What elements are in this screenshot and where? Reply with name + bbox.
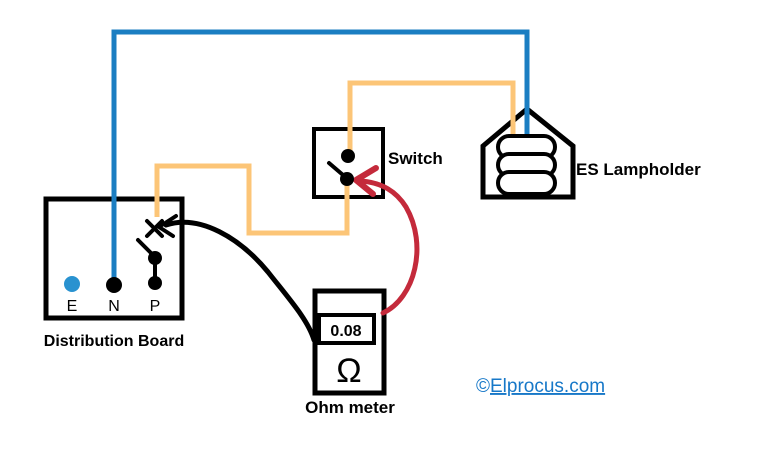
terminal-e-dot (64, 276, 80, 292)
terminal-p-label: P (150, 298, 161, 315)
ohm-meter-reading: 0.08 (330, 323, 361, 340)
fuse-open-lever (136, 238, 154, 256)
terminal-e-label: E (67, 298, 78, 315)
ohm-unit-symbol: Ω (336, 352, 361, 390)
ohm-meter-label: Ohm meter (305, 398, 395, 417)
terminal-p-dot (148, 276, 162, 290)
coil-turn (496, 170, 557, 196)
phase-wire-board-to-switch (154, 163, 350, 236)
test-lead-black (163, 219, 317, 343)
copyright-symbol: © (476, 376, 490, 397)
switch-lever (327, 161, 345, 177)
es-lampholder-label: ES Lampholder (576, 160, 701, 179)
switch-top-contact-dot (341, 149, 355, 163)
black-lead-arrowhead-icon (157, 214, 178, 238)
disconnected-x-mark (145, 219, 164, 238)
terminal-n-label: N (108, 298, 120, 315)
watermark-link-text[interactable]: Elprocus.com (490, 376, 605, 397)
terminal-n-dot (106, 277, 122, 293)
ohm-meter-display (317, 313, 376, 345)
neutral-wire-blue (111, 29, 530, 287)
test-lead-red (359, 178, 420, 316)
phase-wire-switch-to-lamp (347, 80, 516, 156)
lamp-filament-coil (496, 134, 557, 196)
watermark-link[interactable]: ©Elprocus.com (476, 376, 605, 397)
red-lead-arrowhead-icon (353, 165, 379, 197)
distribution-board-label: Distribution Board (44, 333, 184, 350)
switch-label: Switch (388, 149, 443, 168)
